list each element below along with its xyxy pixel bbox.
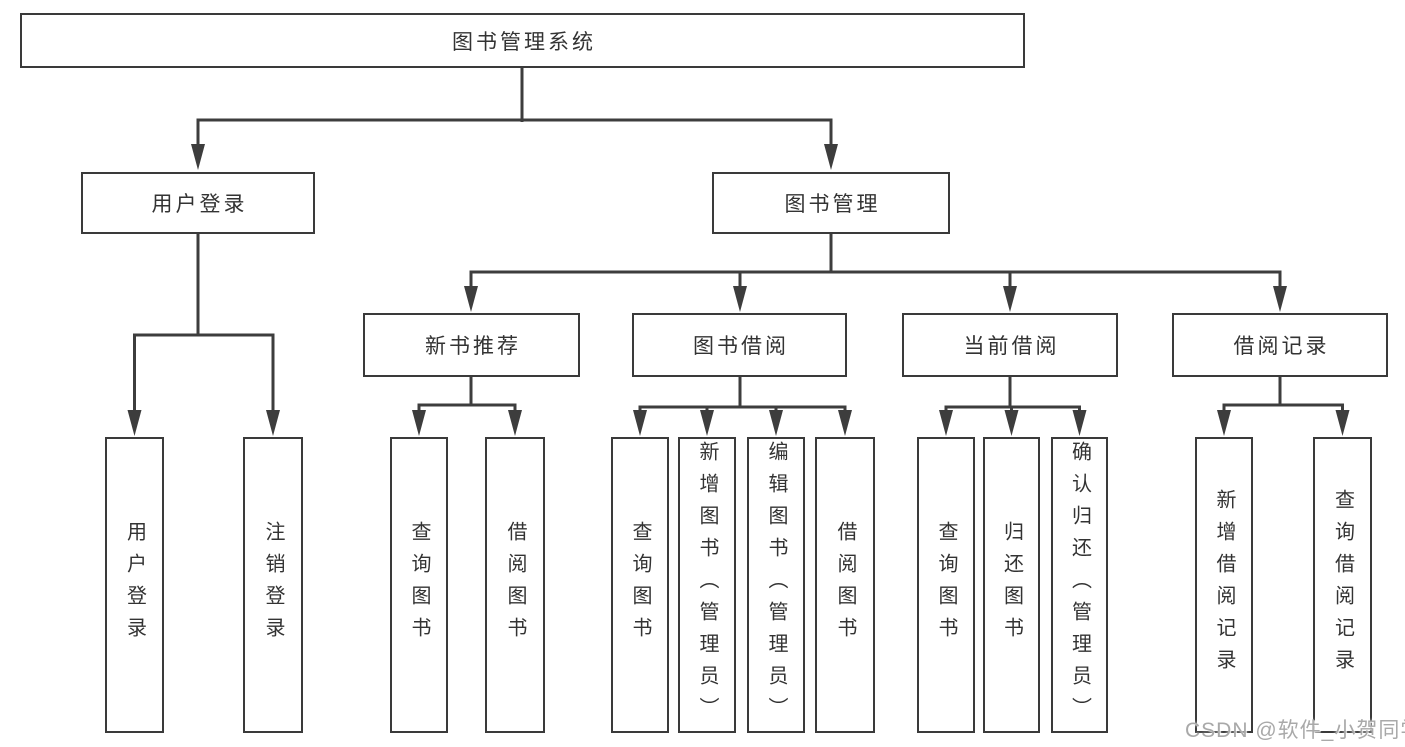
arrowhead [1004,410,1019,436]
leaf-add-borrow-record-label: 新增借阅记录 [1213,489,1235,681]
leaf-edit-book-admin-label: 编辑图书（管理员） [765,441,787,729]
leaf-query-books-borrowing-label: 查询图书 [629,521,651,649]
node-borrowing-records: 借阅记录 [1172,313,1388,377]
node-user-login-label: 用户登录 [151,193,248,216]
node-new-book-recommendation: 新书推荐 [363,313,580,377]
arrowhead [464,286,478,312]
node-user-login: 用户登录 [81,172,315,234]
node-root: 图书管理系统 [20,13,1025,68]
arrowhead [939,410,953,436]
arrowhead [191,144,205,170]
arrowhead [1217,410,1231,436]
arrowhead [412,410,426,436]
leaf-query-books-recommend-label: 查询图书 [408,521,430,649]
arrowhead [127,410,142,436]
leaf-return-book-label: 归还图书 [1000,521,1023,649]
arrowhead [733,286,747,312]
node-borrowing-records-label: 借阅记录 [1233,335,1330,358]
leaf-query-books-current-label: 查询图书 [935,521,957,649]
leaf-query-books-recommend: 查询图书 [390,437,448,733]
arrowhead [1072,410,1087,436]
arrowhead [1335,410,1350,436]
leaf-borrow-books-recommend-label: 借阅图书 [504,521,526,649]
csdn-watermark: CSDN @软件_小贺同学 [1185,719,1405,742]
arrowhead [633,410,647,436]
leaf-user-login-label: 用户登录 [123,521,146,649]
leaf-confirm-return-admin: 确认归还（管理员） [1051,437,1108,733]
leaf-query-borrow-record: 查询借阅记录 [1313,437,1372,733]
leaf-query-borrow-record-label: 查询借阅记录 [1331,489,1354,681]
node-current-borrowing: 当前借阅 [902,313,1118,377]
leaf-edit-book-admin: 编辑图书（管理员） [747,437,805,733]
arrowhead [824,144,838,170]
arrowhead [266,410,280,436]
node-book-management: 图书管理 [712,172,950,234]
leaf-query-books-borrowing: 查询图书 [611,437,669,733]
arrowhead [1273,286,1287,312]
leaf-add-book-admin: 新增图书（管理员） [678,437,736,733]
node-book-borrowing-label: 图书借阅 [693,335,789,358]
leaf-logout: 注销登录 [243,437,303,733]
arrowhead [769,410,783,436]
arrowhead [700,410,714,436]
node-current-borrowing-label: 当前借阅 [963,335,1060,358]
leaf-borrow-books-borrowing-label: 借阅图书 [834,521,856,649]
leaf-query-books-current: 查询图书 [917,437,975,733]
node-new-book-recommendation-label: 新书推荐 [425,335,521,358]
arrowhead [1003,286,1017,312]
node-root-label: 图书管理系统 [452,30,596,54]
leaf-confirm-return-admin-label: 确认归还（管理员） [1068,441,1091,729]
node-book-management-label: 图书管理 [784,193,881,216]
leaf-borrow-books-borrowing: 借阅图书 [815,437,875,733]
leaf-add-borrow-record: 新增借阅记录 [1195,437,1253,733]
arrowhead [508,410,522,436]
leaf-borrow-books-recommend: 借阅图书 [485,437,545,733]
leaf-add-book-admin-label: 新增图书（管理员） [696,441,718,729]
arrowheads [127,144,1350,436]
arrowhead [838,410,852,436]
leaf-return-book: 归还图书 [983,437,1040,733]
leaf-user-login: 用户登录 [105,437,164,733]
leaf-logout-label: 注销登录 [262,521,284,649]
node-book-borrowing: 图书借阅 [632,313,847,377]
